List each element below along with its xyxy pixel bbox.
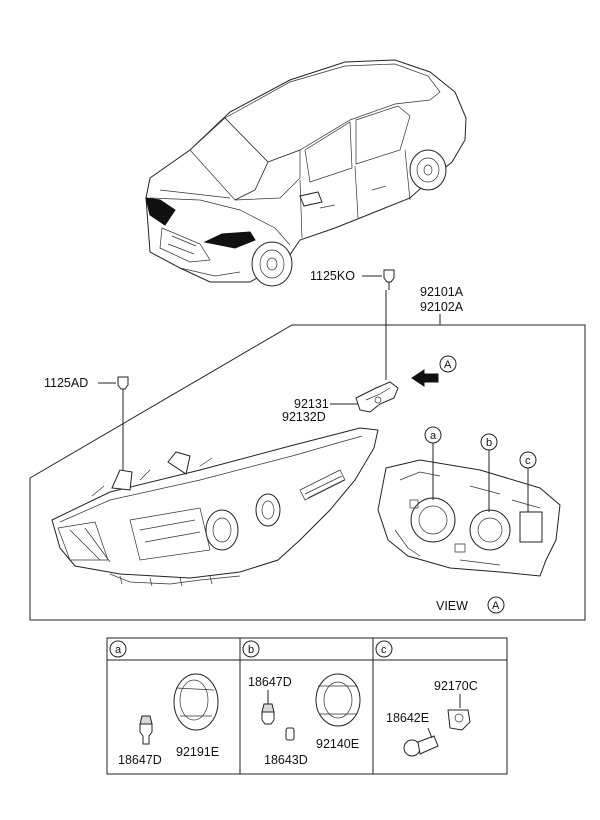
bolt-1125ad-callout: 1125AD — [44, 376, 129, 470]
bolt-1125ko-callout: 1125KO — [310, 269, 395, 380]
label-1125ko: 1125KO — [310, 269, 355, 283]
view-a-label: VIEW A — [436, 596, 505, 614]
callout-a: a — [424, 426, 442, 500]
label-92132d: 92132D — [282, 410, 326, 424]
label-c-bulb: 18642E — [386, 711, 429, 725]
callout-c: c — [519, 451, 537, 512]
label-92102a: 92102A — [420, 300, 464, 314]
headlamp-assembly — [51, 427, 379, 587]
detail-panel-b: b 18647D 18643D 92140E — [242, 640, 361, 767]
arrow-marker-a: A — [444, 359, 452, 371]
svg-text:c: c — [525, 455, 531, 467]
label-1125ad: 1125AD — [44, 376, 88, 390]
svg-text:a: a — [115, 644, 122, 656]
svg-text:a: a — [430, 430, 437, 442]
label-c-socket: 92170C — [434, 679, 478, 693]
assembly-frame — [29, 324, 586, 621]
svg-text:VIEW: VIEW — [436, 599, 468, 613]
detail-panel-c: c 92170C 18642E — [375, 640, 478, 757]
label-a-cap: 92191E — [176, 745, 219, 759]
svg-text:b: b — [486, 437, 492, 449]
label-a-bulb: 18647D — [118, 753, 162, 767]
label-b-bulb: 18647D — [248, 675, 292, 689]
car-illustration — [145, 59, 467, 287]
svg-text:A: A — [492, 600, 500, 612]
label-b-cap: 92140E — [316, 737, 359, 751]
label-92101a: 92101A — [420, 285, 464, 299]
detail-panels-table — [106, 637, 508, 775]
detail-panel-a: a 18647D 92191E — [109, 640, 219, 767]
label-b-bulb2: 18643D — [264, 753, 308, 767]
socket-92131: 92131 92132D — [282, 381, 399, 424]
rear-view-housing — [377, 459, 561, 577]
svg-text:c: c — [381, 644, 387, 656]
view-a-arrow: A — [411, 355, 457, 387]
label-92131: 92131 — [294, 397, 329, 411]
svg-text:b: b — [248, 644, 254, 656]
callout-b: b — [480, 433, 498, 512]
